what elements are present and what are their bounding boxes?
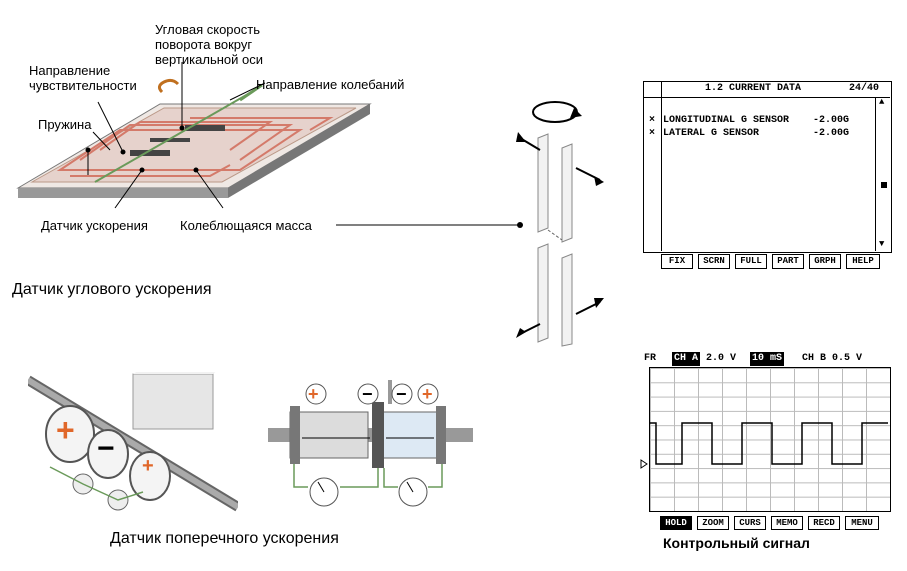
oscilloscope-screen: FR CH A 2.0 V 10 mS CH B 0.5 V HOLD ZOOM… bbox=[640, 352, 892, 530]
scan-tool-frame bbox=[643, 81, 892, 253]
fix-key[interactable]: FIX bbox=[661, 254, 693, 269]
minus-symbol-center-2: − bbox=[396, 384, 407, 404]
scan-tool-scrollbar-line bbox=[875, 97, 876, 251]
control-signal-caption: Контрольный сигнал bbox=[663, 535, 810, 551]
row-mark: × bbox=[649, 115, 656, 126]
plus-symbol-center-2: + bbox=[422, 384, 433, 404]
scan-tool-screen: 1.2 CURRENT DATA 24/40 ▲ ▼ × LONGITUDINA… bbox=[643, 81, 892, 270]
spring-label: Пружина bbox=[38, 117, 92, 132]
scan-tool-page: 24/40 bbox=[849, 83, 880, 94]
grph-key[interactable]: GRPH bbox=[809, 254, 841, 269]
help-key[interactable]: HELP bbox=[846, 254, 880, 269]
scope-ch-a-volts: 2.0 V bbox=[706, 353, 737, 364]
row-value: -2.00G bbox=[813, 128, 850, 139]
memo-key[interactable]: MEMO bbox=[771, 516, 803, 530]
angular-sensor-caption: Датчик углового ускорения bbox=[12, 281, 212, 298]
full-key[interactable]: FULL bbox=[735, 254, 767, 269]
scan-tool-divider bbox=[661, 81, 662, 251]
oscillation-direction-label: Направление колебаний bbox=[256, 77, 405, 92]
scroll-thumb[interactable] bbox=[881, 182, 887, 188]
curs-key[interactable]: CURS bbox=[734, 516, 766, 530]
row-value: -2.00G bbox=[813, 115, 850, 126]
scope-grid bbox=[649, 367, 891, 512]
plus-symbol-left-small: + bbox=[142, 455, 154, 477]
minus-symbol-center-1: − bbox=[362, 384, 373, 404]
part-key[interactable]: PART bbox=[772, 254, 804, 269]
scrn-key[interactable]: SCRN bbox=[698, 254, 730, 269]
lateral-sensor-left-drawing bbox=[28, 372, 238, 512]
lateral-sensor-center-drawing bbox=[268, 380, 473, 507]
zoom-key[interactable]: ZOOM bbox=[697, 516, 729, 530]
scope-header: FR CH A 2.0 V 10 mS CH B 0.5 V bbox=[640, 352, 890, 366]
scope-ch-b: CH B 0.5 V bbox=[802, 353, 863, 364]
minus-symbol-left: − bbox=[97, 432, 115, 465]
scope-trace bbox=[640, 422, 888, 469]
menu-key[interactable]: MENU bbox=[845, 516, 879, 530]
scan-tool-header: 1.2 CURRENT DATA 24/40 bbox=[643, 81, 890, 98]
scan-tool-title: 1.2 CURRENT DATA bbox=[705, 83, 802, 94]
scope-fr: FR bbox=[644, 353, 657, 364]
scan-row[interactable]: × LATERAL G SENSOR -2.00G bbox=[649, 128, 849, 140]
mass-leader-line bbox=[336, 222, 523, 228]
acceleration-sensor-label: Датчик ускорения bbox=[41, 218, 148, 233]
scroll-down-icon[interactable]: ▼ bbox=[879, 239, 885, 249]
row-name: LATERAL G SENSOR bbox=[663, 128, 760, 139]
row-mark: × bbox=[649, 128, 656, 139]
row-name: LONGITUDINAL G SENSOR bbox=[663, 115, 790, 126]
scroll-up-icon[interactable]: ▲ bbox=[879, 97, 885, 107]
scope-timebase[interactable]: 10 mS bbox=[750, 352, 785, 366]
recd-key[interactable]: RECD bbox=[808, 516, 840, 530]
scan-row[interactable]: × LONGITUDINAL G SENSOR -2.00G bbox=[649, 115, 849, 127]
tuning-fork-drawing bbox=[516, 101, 604, 347]
plus-symbol-left: + bbox=[56, 412, 75, 448]
scope-ch-a[interactable]: CH A bbox=[672, 352, 701, 366]
angular-velocity-label: Угловая скорость поворота вокруг вертика… bbox=[155, 22, 263, 67]
gyro-sensor-drawing bbox=[16, 62, 372, 209]
oscillating-mass-label: Колеблющаяся масса bbox=[180, 218, 312, 233]
sensitivity-direction-label: Направление чувствительности bbox=[29, 63, 137, 93]
hold-key[interactable]: HOLD bbox=[660, 516, 692, 530]
lateral-sensor-caption: Датчик поперечного ускорения bbox=[110, 530, 339, 547]
plus-symbol-center-1: + bbox=[308, 384, 319, 404]
